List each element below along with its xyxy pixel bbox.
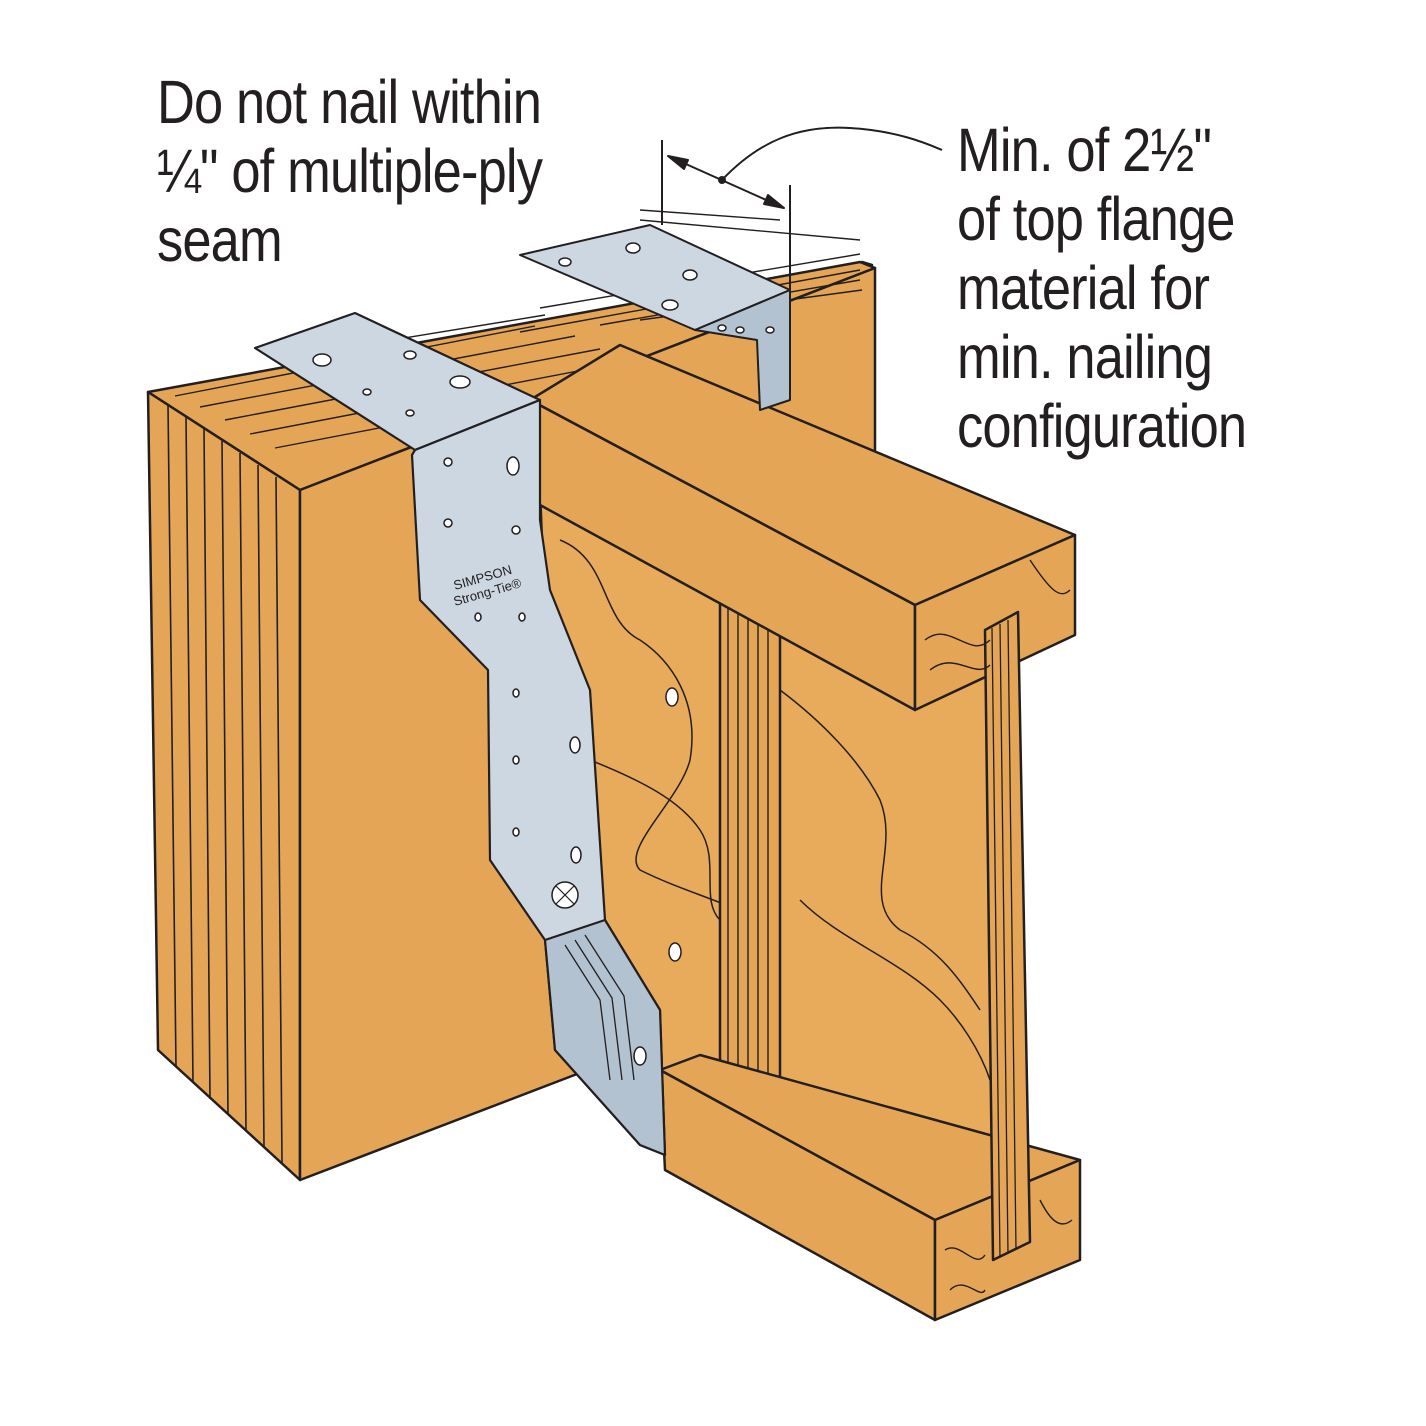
header-end-face <box>146 390 302 1182</box>
seam-note-line-2: ¼" of multiple-ply <box>157 137 543 205</box>
seam-note-line-3: seam <box>157 206 283 274</box>
i-joist <box>528 343 1082 1322</box>
joist-web-stiffener <box>718 598 782 1102</box>
flange-note-line-5: configuration <box>957 392 1247 460</box>
flange-note-line-4: min. nailing <box>957 323 1213 391</box>
flange-note-line-2: of top flange <box>957 185 1235 253</box>
joist-web-end <box>983 610 1032 1262</box>
flange-note-line-1: Min. of 2½" <box>957 116 1212 184</box>
seam-note-line-1: Do not nail within <box>157 68 542 136</box>
flange-width-note: Min. of 2½" of top flange material for m… <box>957 116 1247 461</box>
hanger-body <box>253 311 667 1157</box>
dimension-flange-width <box>661 126 943 290</box>
joist-top-flange-end <box>913 533 1077 712</box>
seam-nailing-note: Do not nail within ¼" of multiple-ply se… <box>157 68 543 275</box>
flange-note-line-3: material for <box>957 254 1210 322</box>
hanger-top-strap-back <box>519 224 791 411</box>
